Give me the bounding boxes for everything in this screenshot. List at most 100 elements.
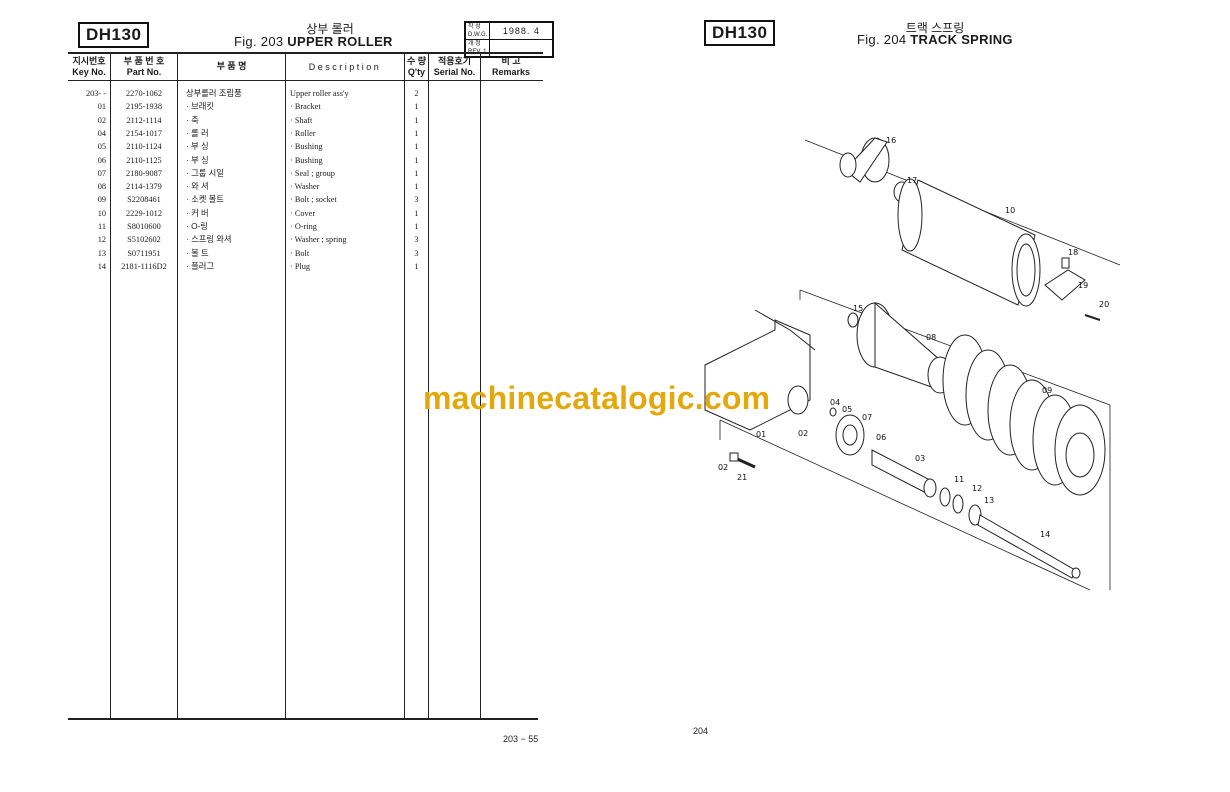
part-name-kr-cell: · 볼 트 xyxy=(186,247,209,258)
callout-12: 12 xyxy=(972,484,982,493)
part-no-cell: S8010600 xyxy=(127,222,161,231)
key-no-cell: 05 xyxy=(97,142,106,152)
model-badge-right: DH130 xyxy=(704,20,776,46)
part-no-cell: 2112-1114 xyxy=(126,115,162,125)
key-no-cell: 13 xyxy=(97,248,106,258)
figure-label: Fig. 204 xyxy=(857,32,907,47)
part-no-cell: 2181-1116D2 xyxy=(121,261,167,271)
qty-cell: 1 xyxy=(414,155,419,165)
callout-06: 06 xyxy=(876,433,886,442)
key-no-cell: 12 xyxy=(97,235,106,245)
qty-cell: 1 xyxy=(414,142,419,152)
qty-cell: 1 xyxy=(414,128,419,138)
qty-cell: 1 xyxy=(414,102,419,112)
callout-04: 04 xyxy=(830,398,840,407)
callout-20: 20 xyxy=(1099,300,1109,309)
callout-10: 10 xyxy=(1005,206,1015,215)
part-no-cell: 2110-1125 xyxy=(126,155,162,165)
qty-cell: 1 xyxy=(414,208,419,218)
part-no-cell: 2195-1938 xyxy=(126,102,162,112)
qty-cell: 1 xyxy=(414,182,419,192)
qty-cell: 3 xyxy=(414,248,419,258)
callout-15: 15 xyxy=(853,304,863,313)
figure-title-left: Fig. 203 UPPER ROLLER xyxy=(234,34,393,49)
dwg-date: 1988. 4 xyxy=(489,22,554,40)
key-no-cell: 203- - xyxy=(85,89,106,98)
callout-05: 05 xyxy=(842,405,852,414)
part-name-kr-cell: · O-링 xyxy=(186,221,208,231)
callout-17: 17 xyxy=(907,176,917,185)
part-no-cell: 2114-1379 xyxy=(126,182,162,192)
description-cell: · Washer xyxy=(290,182,320,192)
description-cell: · Bracket xyxy=(290,102,321,112)
key-no-cell: 10 xyxy=(97,208,106,218)
key-no-cell: 08 xyxy=(97,182,106,192)
callout-08: 08 xyxy=(926,333,936,342)
key-no-cell: 06 xyxy=(97,155,106,165)
key-no-cell: 11 xyxy=(98,222,106,231)
part-no-cell: S2208461 xyxy=(127,195,161,205)
callout-21: 21 xyxy=(737,473,747,482)
key-no-cell: 09 xyxy=(97,195,106,205)
callout-09: 09 xyxy=(1042,386,1052,395)
description-cell: · Plug xyxy=(290,261,311,271)
qty-cell: 3 xyxy=(414,235,419,245)
part-name-kr-cell: · 부 싱 xyxy=(186,141,209,152)
part-no-cell: S5102602 xyxy=(127,235,161,245)
key-no-cell: 07 xyxy=(97,168,106,178)
qty-cell: 1 xyxy=(414,168,419,178)
description-cell: · Seal ; group xyxy=(290,168,335,178)
page-number-right: 204 xyxy=(693,726,709,736)
part-name-kr-cell: · 축 xyxy=(186,114,199,125)
qty-cell: 2 xyxy=(414,89,419,98)
callout-13: 13 xyxy=(984,496,994,505)
watermark: machinecatalogic.com xyxy=(423,380,771,416)
part-no-cell: 2110-1124 xyxy=(126,142,162,152)
description-cell: · Washer ; spring xyxy=(290,235,347,245)
qty-cell: 3 xyxy=(414,195,419,205)
korean-title-right: 트랙 스프링 xyxy=(905,21,965,35)
part-no-cell: 2270-1062 xyxy=(126,89,162,98)
part-name-kr-cell: 상부롤러 조립품 xyxy=(186,88,242,98)
part-no-cell: S0711951 xyxy=(127,248,161,258)
figure-name: TRACK SPRING xyxy=(910,32,1013,47)
part-no-cell: 2180-9087 xyxy=(126,168,162,178)
model-badge-left: DH130 xyxy=(78,22,150,48)
description-cell: · Shaft xyxy=(290,115,313,125)
figure-name: UPPER ROLLER xyxy=(287,34,393,49)
callout-19: 19 xyxy=(1078,281,1088,290)
part-name-kr-cell: · 커 버 xyxy=(186,207,209,218)
callout-02: 02 xyxy=(798,429,808,438)
header-part-name-kr: 부 품 명 xyxy=(216,61,247,71)
callout-16: 16 xyxy=(886,136,896,145)
callout-18: 18 xyxy=(1068,248,1078,257)
part-no-cell: 2229-1012 xyxy=(126,208,162,218)
callout-02-bolt: 02 xyxy=(718,463,728,472)
qty-cell: 1 xyxy=(414,115,419,125)
page-number-left: 203 − 55 xyxy=(503,734,539,744)
key-no-cell: 14 xyxy=(97,261,106,271)
callout-01: 01 xyxy=(756,430,766,439)
figure-label: Fig. 203 xyxy=(234,34,284,49)
description-cell: · Cover xyxy=(290,208,316,218)
header-description: Description xyxy=(308,62,382,72)
part-name-kr-cell: · 소켓 볼트 xyxy=(186,194,224,205)
figure-title-right: Fig. 204 TRACK SPRING xyxy=(857,32,1013,47)
description-cell: · Bushing xyxy=(290,142,323,152)
part-no-cell: 2154-1017 xyxy=(126,128,162,138)
callout-07: 07 xyxy=(862,413,872,422)
callout-14: 14 xyxy=(1040,530,1050,539)
key-no-cell: 04 xyxy=(97,128,106,138)
korean-title-left: 상부 롤러 xyxy=(306,22,354,36)
part-name-kr-cell: · 브래킷 xyxy=(186,101,214,112)
key-no-cell: 02 xyxy=(97,115,106,125)
exploded-parts-diagram: 16 17 10 18 19 20 15 08 09 04 05 07 01 0… xyxy=(704,136,1121,591)
callout-11: 11 xyxy=(954,475,964,484)
qty-cell: 1 xyxy=(414,261,419,271)
part-name-kr-cell: · 부 싱 xyxy=(186,154,209,165)
